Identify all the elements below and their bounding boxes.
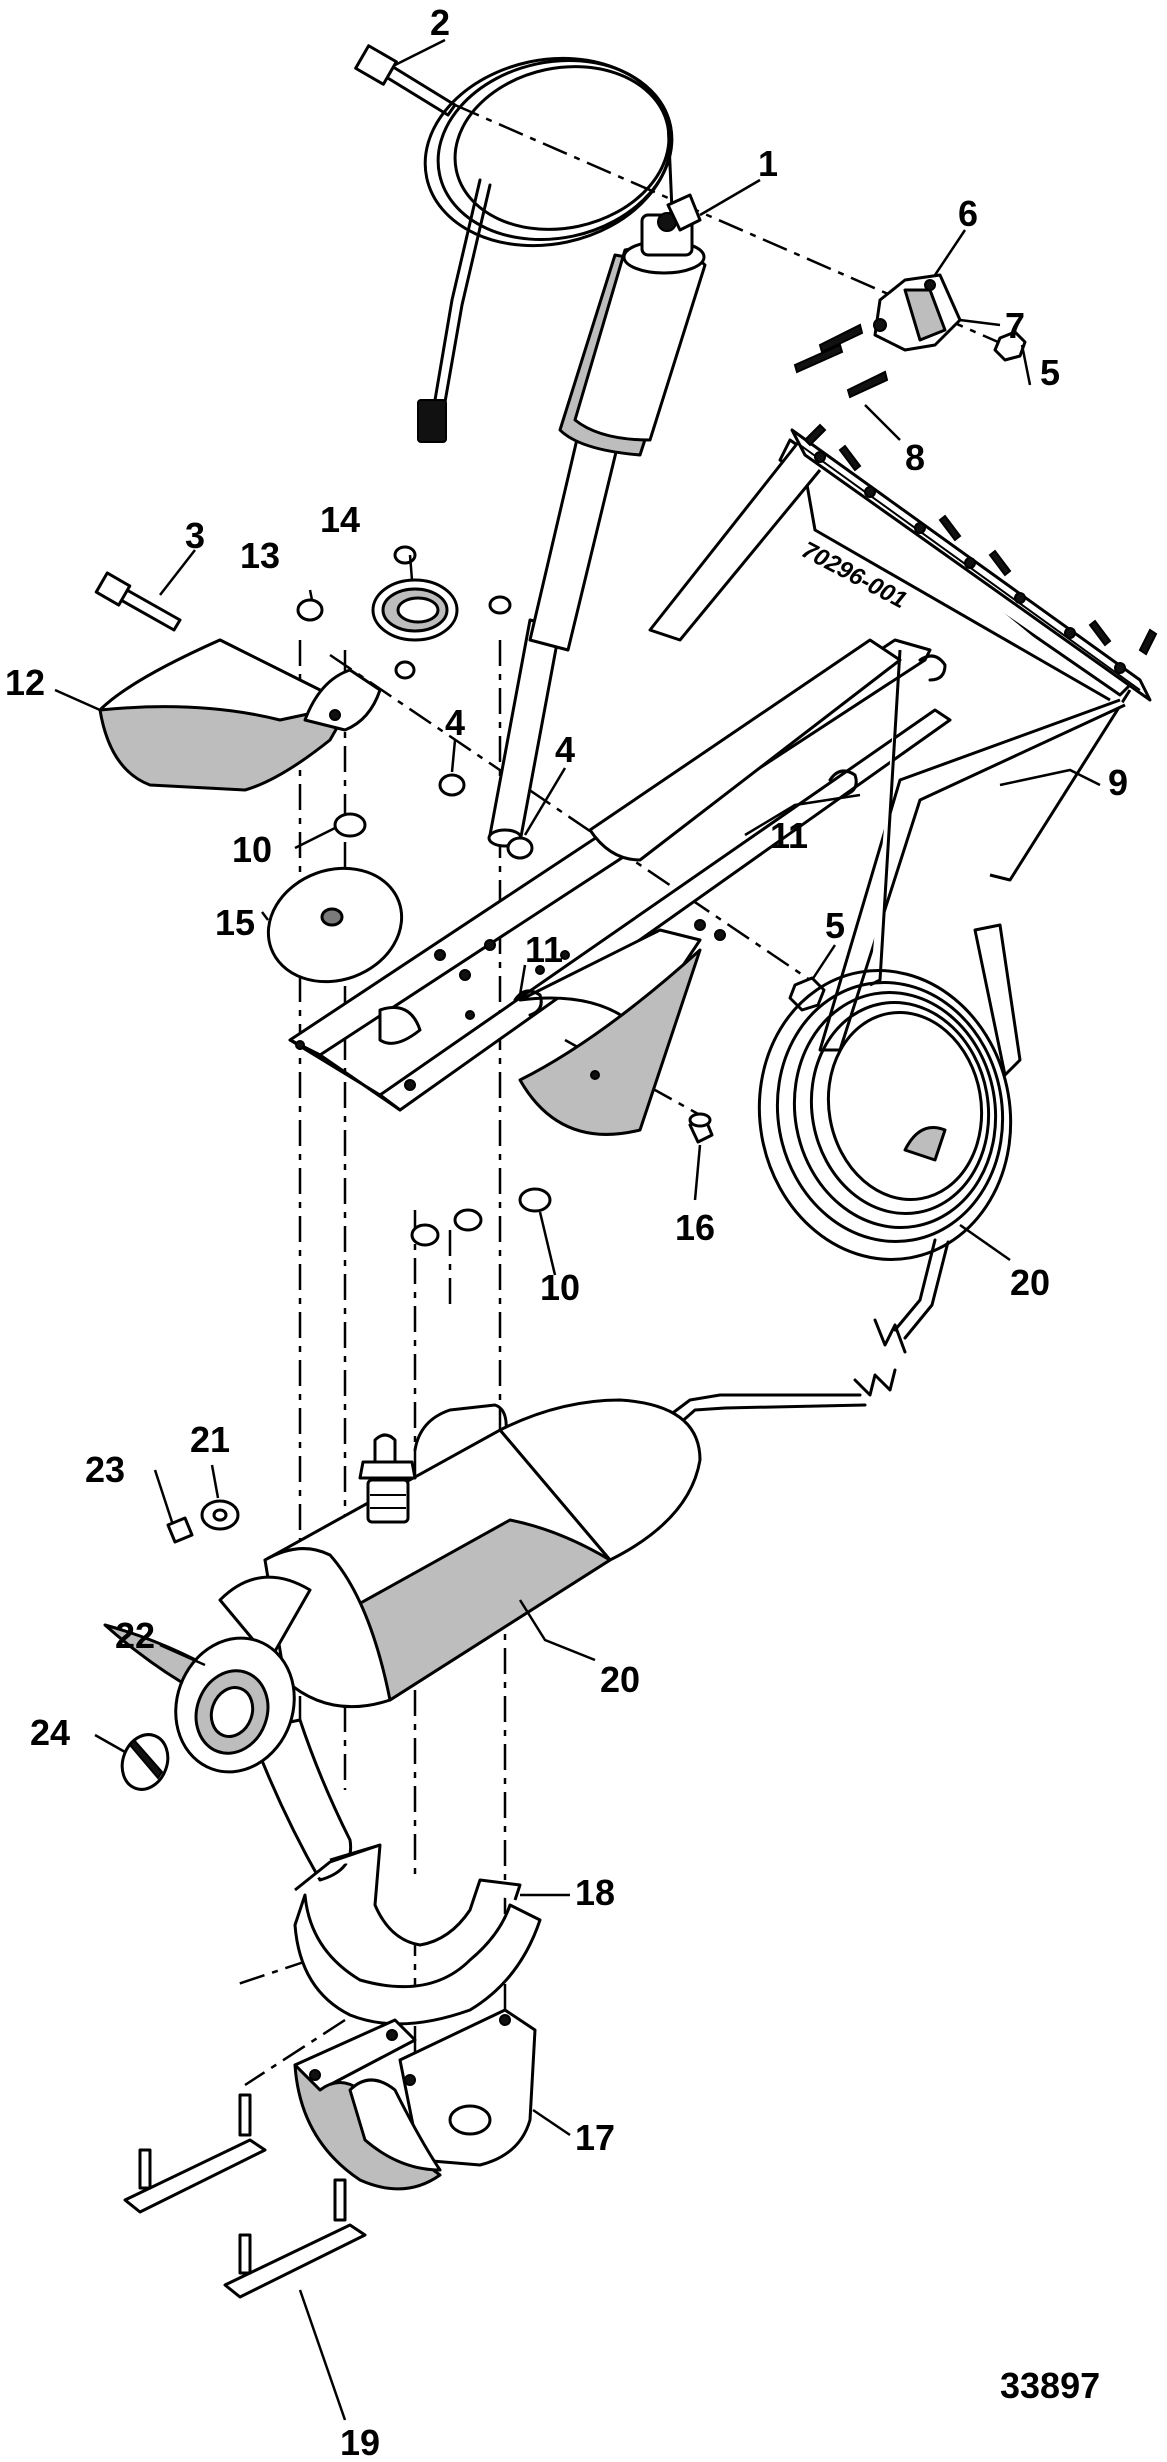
nut-13 — [296, 598, 324, 622]
callout-9: 9 — [1108, 762, 1128, 803]
callout-2: 2 — [430, 2, 450, 43]
grommet-14 — [371, 578, 459, 642]
motor-housing-20 — [263, 1368, 897, 1709]
mount-block-17 — [293, 2008, 537, 2191]
nut-lower-a — [410, 1223, 440, 1247]
leader-lines — [54, 38, 1101, 2421]
callout-3: 3 — [185, 515, 205, 556]
callout-7: 7 — [1005, 305, 1025, 346]
transom-bracket-9: 70296-001 — [648, 423, 1158, 1052]
callout-20b: 20 — [600, 1659, 640, 1700]
cable-coil-20 — [757, 923, 1022, 1354]
figure-number: 33897 — [1000, 2365, 1100, 2406]
nut-13b — [393, 545, 417, 565]
callout-19: 19 — [340, 2422, 380, 2462]
callout-13: 13 — [240, 535, 280, 576]
callout-17: 17 — [575, 2117, 615, 2158]
nut-13d — [394, 660, 416, 680]
callout-10a: 10 — [232, 829, 272, 870]
spacer-4a — [438, 773, 466, 797]
nut-10-upper — [333, 812, 367, 838]
washer-21 — [200, 1499, 240, 1531]
callout-16: 16 — [675, 1207, 715, 1248]
callout-labels: 1 2 3 4 4 5 5 6 7 8 9 10 10 11 11 12 13 … — [5, 2, 1128, 2462]
nut-10-lower — [518, 1187, 552, 1213]
callout-12: 12 — [5, 662, 45, 703]
stud-plate-19b — [223, 2178, 367, 2299]
callout-18: 18 — [575, 1872, 615, 1913]
callout-6: 6 — [958, 193, 978, 234]
callout-11b: 11 — [525, 929, 563, 970]
callout-4b: 4 — [555, 729, 575, 770]
callout-1: 1 — [758, 143, 778, 184]
cable-connector-icon — [417, 399, 447, 443]
clip-11-upper — [828, 769, 858, 797]
saddle-18 — [293, 1843, 542, 2026]
callout-8: 8 — [905, 437, 925, 478]
callout-21: 21 — [190, 1419, 230, 1460]
fitting-16 — [688, 1112, 714, 1144]
nut-lower-b — [453, 1208, 483, 1232]
nut-5-upper — [993, 330, 1027, 362]
actuator-1 — [487, 193, 707, 848]
callout-23: 23 — [85, 1449, 125, 1490]
callout-22: 22 — [115, 1615, 155, 1656]
nut-5-lower — [788, 976, 826, 1012]
callout-10b: 10 — [540, 1267, 580, 1308]
nut-13c — [488, 595, 512, 615]
nut-24 — [120, 1733, 170, 1791]
motor-cover-12 — [98, 638, 382, 792]
callout-5a: 5 — [1040, 352, 1060, 393]
callout-11a: 11 — [770, 815, 808, 856]
callout-4a: 4 — [445, 702, 465, 743]
bolt-3 — [94, 571, 182, 632]
mount-plate — [288, 638, 952, 1136]
callout-5b: 5 — [825, 905, 845, 946]
pin-23 — [166, 1516, 194, 1544]
callout-15: 15 — [215, 902, 255, 943]
clip-11-top-right — [918, 654, 947, 682]
callout-14: 14 — [320, 499, 360, 540]
propeller-22 — [103, 1575, 353, 1882]
upper-bracket-6-7 — [873, 273, 962, 352]
screws-8 — [793, 323, 889, 399]
spacer-4b — [506, 836, 534, 860]
disc-15 — [266, 866, 404, 984]
callout-24: 24 — [30, 1712, 70, 1753]
bolt-2 — [354, 44, 457, 117]
stud-plate-19a — [123, 2093, 267, 2214]
callout-20a: 20 — [1010, 1262, 1050, 1303]
